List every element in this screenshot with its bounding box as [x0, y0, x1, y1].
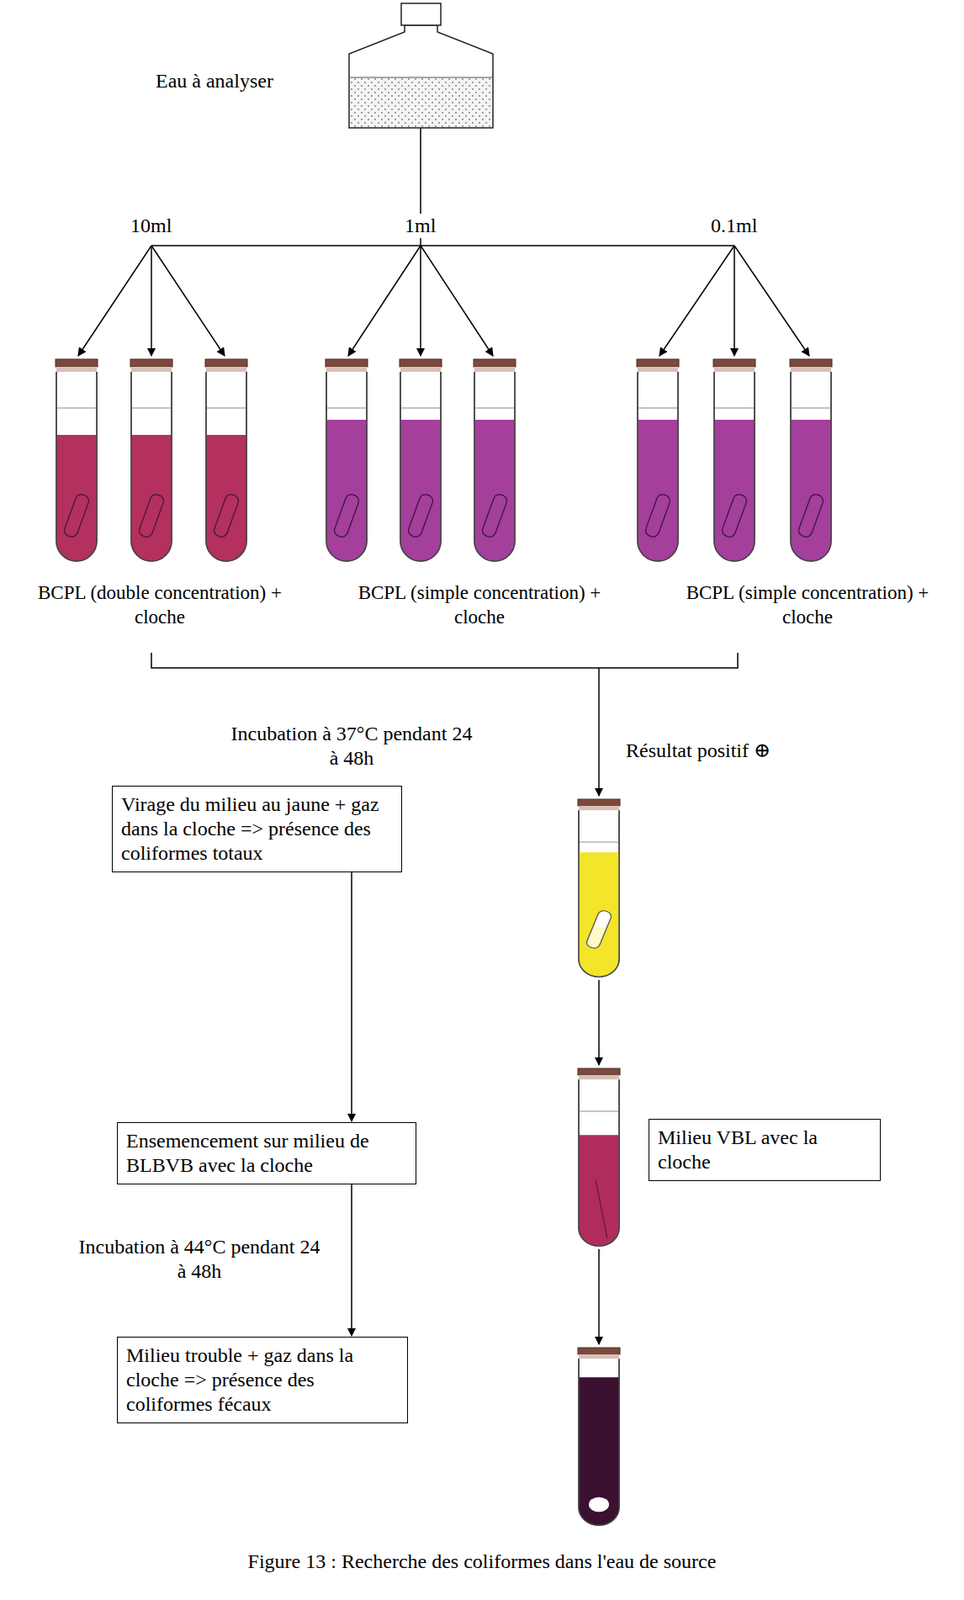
annotation-label: 0.1ml — [707, 213, 761, 239]
figure-caption: Figure 13 : Recherche des coliformes dan… — [16, 1549, 948, 1574]
tube — [577, 1347, 620, 1526]
annotation-label: Eau à analyser — [152, 68, 277, 94]
box-text: Milieu VBL avec la cloche — [657, 1125, 872, 1175]
tube — [130, 359, 173, 562]
annotation-label: 10ml — [127, 213, 175, 239]
test-tubes — [55, 359, 832, 1526]
tube — [325, 359, 368, 562]
annotation-label: BCPL (simple concentration) + cloche — [328, 580, 631, 630]
process-box: Milieu VBL avec la cloche — [648, 1118, 881, 1182]
flow-arrow — [350, 1184, 353, 1336]
process-box: Ensemencement sur milieu de BLBVB avec l… — [116, 1122, 417, 1185]
box-text: Virage du milieu au jaune + gaz dans la … — [121, 792, 393, 866]
tube — [577, 1068, 620, 1246]
box-text: Milieu trouble + gaz dans la cloche => p… — [126, 1343, 399, 1417]
tube — [473, 359, 516, 562]
tube — [577, 799, 620, 977]
annotation-label: Incubation à 44°C pendant 24 à 48h — [73, 1234, 326, 1284]
annotation-label: BCPL (double concentration) + cloche — [8, 580, 312, 630]
annotation-label: Incubation à 37°C pendant 24 à 48h — [225, 721, 478, 771]
tube — [205, 359, 248, 562]
box-text: Ensemencement sur milieu de BLBVB avec l… — [126, 1128, 408, 1178]
flow-arrow — [350, 872, 353, 1122]
process-box: Virage du milieu au jaune + gaz dans la … — [111, 785, 403, 873]
tube — [399, 359, 442, 562]
annotation-label: 1ml — [401, 213, 440, 239]
process-box: Milieu trouble + gaz dans la cloche => p… — [116, 1336, 408, 1424]
water-bottle — [349, 3, 493, 128]
distribution-lines — [78, 127, 810, 356]
tube — [636, 359, 679, 562]
annotation-label: BCPL (simple concentration) + cloche — [656, 580, 959, 630]
tube — [789, 359, 832, 562]
tube — [713, 359, 756, 562]
annotation-label: Résultat positif ⊕ — [622, 738, 774, 763]
tube — [55, 359, 98, 562]
